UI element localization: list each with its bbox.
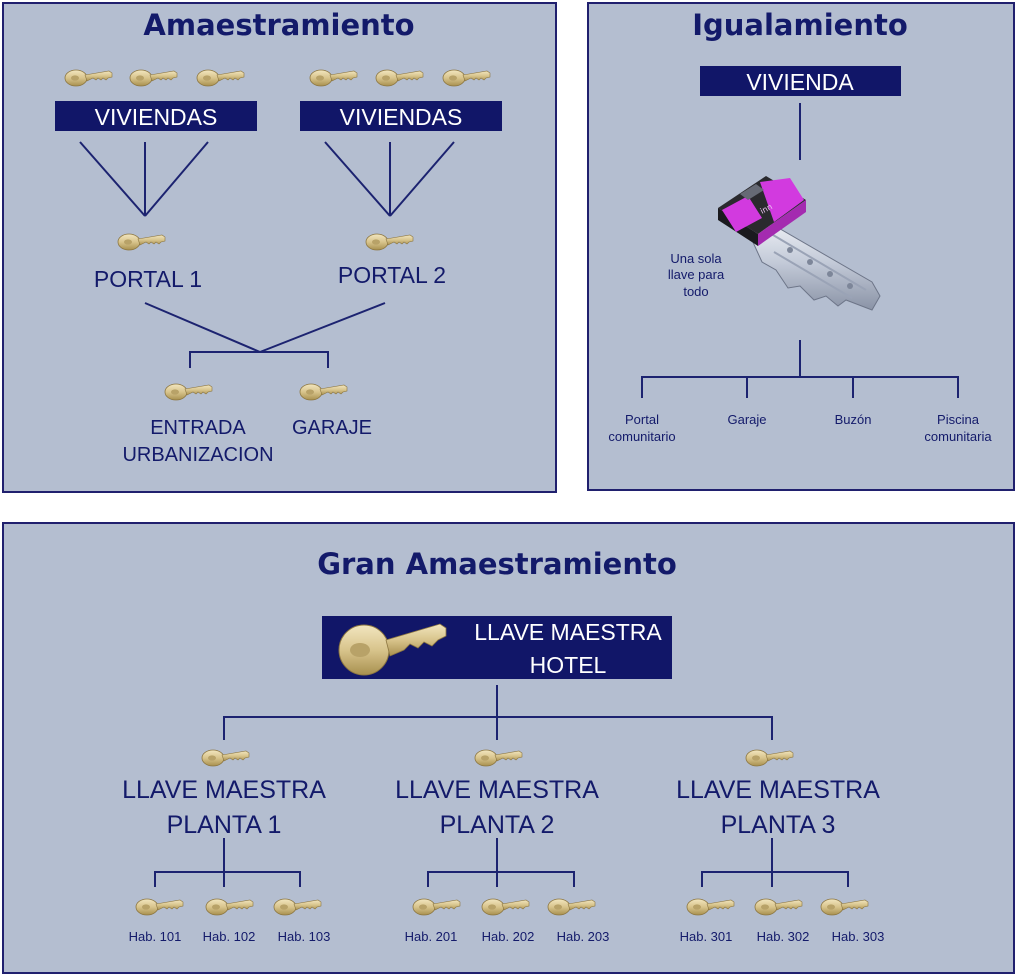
- key-icon: [64, 69, 113, 87]
- portal2-key-icon: [365, 233, 414, 251]
- gran-amaestramiento-title: Gran Amaestramiento: [317, 547, 677, 581]
- entrada-label-line2: URBANIZACION: [122, 444, 273, 466]
- connector-lines-igualamiento: [641, 340, 959, 398]
- igualamiento-title: Igualamiento: [692, 8, 908, 42]
- viviendas-label-right: VIVIENDAS: [340, 104, 463, 130]
- room-label: Hab. 302: [757, 929, 810, 944]
- connector-lines-portales: [144, 302, 386, 368]
- floor-1-group: LLAVE MAESTRA PLANTA 1 Hab. 101 Hab. 102…: [122, 749, 331, 944]
- room-key-icon: [686, 898, 735, 916]
- room-label: Hab. 301: [680, 929, 733, 944]
- room-key-icon: [547, 898, 596, 916]
- room-label: Hab. 101: [129, 929, 182, 944]
- floor1-label-line2: PLANTA 1: [167, 811, 282, 839]
- floor3-label-line1: LLAVE MAESTRA: [676, 776, 880, 804]
- room-label: Hab. 103: [278, 929, 331, 944]
- viviendas-label-left: VIVIENDAS: [95, 104, 218, 130]
- room-label: Hab. 102: [203, 929, 256, 944]
- floor1-key-icon: [201, 749, 250, 767]
- note-line3: todo: [683, 284, 708, 299]
- master-key-icon: [338, 623, 447, 676]
- vivienda-label: VIVIENDA: [746, 69, 854, 95]
- room-key-icon: [273, 898, 322, 916]
- target-portal-line1: Portal: [625, 412, 659, 427]
- room-label: Hab. 202: [482, 929, 535, 944]
- floor-3-group: LLAVE MAESTRA PLANTA 3 Hab. 301 Hab. 302…: [676, 749, 885, 944]
- connector-lines-master: [223, 685, 773, 740]
- target-garaje-label: Garaje: [727, 412, 766, 427]
- note-line2: llave para: [668, 267, 725, 282]
- target-piscina-line1: Piscina: [937, 412, 980, 427]
- portal1-label: PORTAL 1: [94, 266, 202, 292]
- viviendas-box-right: [300, 101, 502, 131]
- room-key-icon: [135, 898, 184, 916]
- floor3-label-line2: PLANTA 3: [721, 811, 836, 839]
- floor2-label-line2: PLANTA 2: [440, 811, 555, 839]
- floor1-label-line1: LLAVE MAESTRA: [122, 776, 326, 804]
- vivienda-box: [700, 66, 901, 96]
- target-piscina-line2: comunitaria: [924, 429, 992, 444]
- floor2-key-icon: [474, 749, 523, 767]
- master-label-line2: HOTEL: [530, 652, 607, 678]
- room-key-icon: [412, 898, 461, 916]
- room-key-icon: [820, 898, 869, 916]
- target-portal-line2: comunitario: [608, 429, 675, 444]
- garaje-key-icon: [299, 383, 348, 401]
- vivienda-keys-left: [64, 69, 245, 87]
- vivienda-keys-right: [309, 69, 491, 87]
- floor2-label-line1: LLAVE MAESTRA: [395, 776, 599, 804]
- note-line1: Una sola: [670, 251, 722, 266]
- room-label: Hab. 203: [557, 929, 610, 944]
- target-buzon-label: Buzón: [835, 412, 872, 427]
- amaestramiento-panel: [2, 2, 557, 493]
- viviendas-box-left: [55, 101, 257, 131]
- key-icon: [309, 69, 358, 87]
- key-icon: [129, 69, 178, 87]
- portal2-label: PORTAL 2: [338, 262, 446, 288]
- key-icon: [442, 69, 491, 87]
- floor-2-group: LLAVE MAESTRA PLANTA 2 Hab. 201 Hab. 202…: [395, 749, 610, 944]
- entrada-key-icon: [164, 383, 213, 401]
- key-icon: [375, 69, 424, 87]
- amaestramiento-title: Amaestramiento: [143, 8, 414, 42]
- portal1-key-icon: [117, 233, 166, 251]
- key-icon: [196, 69, 245, 87]
- room-label: Hab. 201: [405, 929, 458, 944]
- garaje-label: GARAJE: [292, 417, 372, 439]
- gran-amaestramiento-panel: [2, 522, 1015, 974]
- master-label-line1: LLAVE MAESTRA: [474, 619, 662, 645]
- room-label: Hab. 303: [832, 929, 885, 944]
- room-key-icon: [205, 898, 254, 916]
- room-key-icon: [481, 898, 530, 916]
- connector-lines-viviendas: [79, 141, 455, 217]
- room-key-icon: [754, 898, 803, 916]
- floor3-key-icon: [745, 749, 794, 767]
- single-key-icon: inn: [718, 176, 881, 311]
- entrada-label-line1: ENTRADA: [150, 417, 246, 439]
